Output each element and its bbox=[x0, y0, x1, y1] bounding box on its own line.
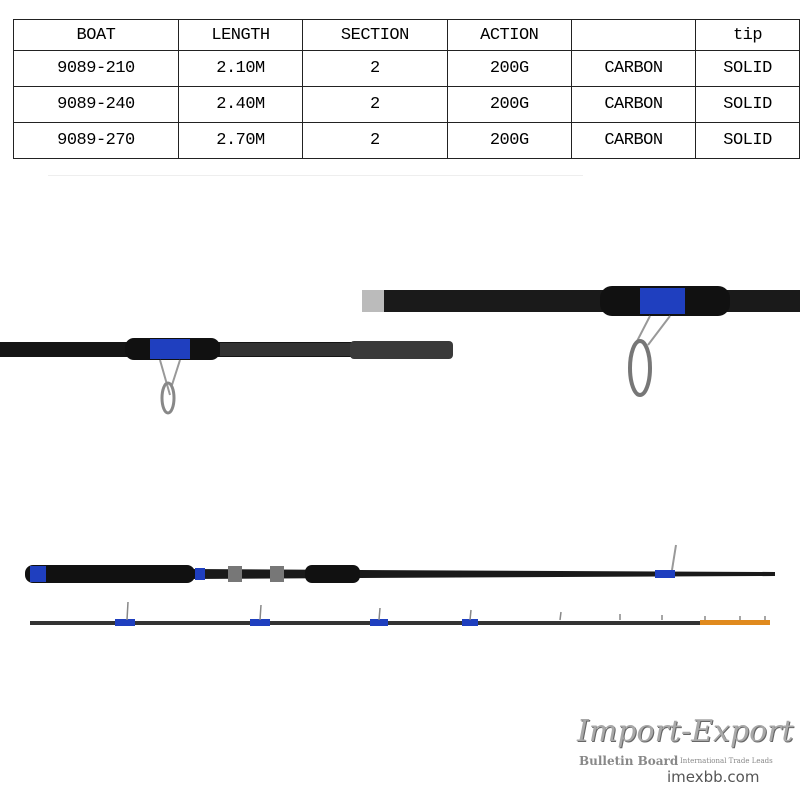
cell: 2.70M bbox=[177, 122, 304, 159]
cell: 2 bbox=[302, 122, 448, 159]
table-row: 9089-240 2.40M 2 200G CARBON SOLID bbox=[13, 86, 800, 123]
cell: CARBON bbox=[570, 50, 697, 87]
watermark-logo: Import-Export Bulletin Board Internation… bbox=[575, 710, 795, 790]
cell: 200G bbox=[446, 122, 572, 159]
watermark-tagline: International Trade Leads bbox=[680, 757, 773, 765]
cell: SOLID bbox=[695, 50, 800, 87]
watermark-site: imexbb.com bbox=[667, 768, 760, 786]
cell: 9089-270 bbox=[13, 122, 179, 159]
rod-closeup-tip bbox=[362, 286, 800, 397]
cell: SOLID bbox=[695, 122, 800, 159]
cell: CARBON bbox=[570, 86, 697, 123]
cell: 200G bbox=[446, 86, 572, 123]
divider bbox=[48, 175, 583, 176]
header-cell: tip bbox=[695, 19, 800, 51]
spec-table: BOAT LENGTH SECTION ACTION tip 9089-210 … bbox=[13, 19, 800, 159]
cell: 200G bbox=[446, 50, 572, 87]
table-row: 9089-270 2.70M 2 200G CARBON SOLID bbox=[13, 122, 800, 159]
cell: 9089-240 bbox=[13, 86, 179, 123]
cell: CARBON bbox=[570, 122, 697, 159]
header-cell: BOAT bbox=[13, 19, 179, 51]
watermark-title: Import-Export bbox=[577, 714, 794, 749]
header-cell: ACTION bbox=[446, 19, 572, 51]
cell: 9089-210 bbox=[13, 50, 179, 87]
rod-closeup-butt bbox=[0, 338, 453, 415]
rod-full-sections bbox=[30, 601, 770, 626]
header-cell: LENGTH bbox=[177, 19, 304, 51]
table-header-row: BOAT LENGTH SECTION ACTION tip bbox=[13, 19, 800, 51]
cell: 2.40M bbox=[177, 86, 304, 123]
watermark-subtitle: Bulletin Board bbox=[579, 754, 679, 768]
table-row: 9089-210 2.10M 2 200G CARBON SOLID bbox=[13, 50, 800, 87]
rod-full-assembled bbox=[25, 544, 775, 583]
cell: SOLID bbox=[695, 86, 800, 123]
